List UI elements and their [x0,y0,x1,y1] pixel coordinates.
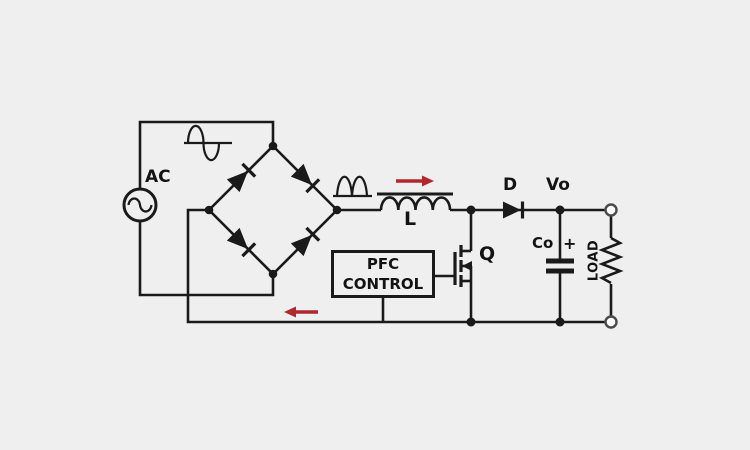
boost-diode-label: D [503,175,518,195]
ac-source-icon [122,187,158,223]
wire-ac-bottom [138,221,275,297]
rectified-wave-icon [333,175,372,198]
capacitor-label: Co [532,234,554,252]
pfc-control-block: PFC CONTROL [331,250,435,298]
mosfet-label: Q [479,243,496,265]
inductor-icon [377,192,453,211]
bridge-diode-top-right-icon [290,163,321,194]
wire-ac-top [138,120,275,190]
bridge-diode-bottom-left-icon [226,227,257,258]
junction-dots [204,141,565,327]
mosfet-icon [453,245,472,287]
capacitor-polarity-label: + [563,234,577,253]
load-label: LOAD [586,239,602,282]
ac-source-label: AC [145,167,171,187]
pfc-control-line2: CONTROL [342,275,424,293]
mosfet-body-arrow [462,261,472,271]
sine-wave-icon [184,124,232,162]
inductor-label: L [404,208,417,230]
load-resistor-icon [598,236,624,285]
bridge-rectifier [207,144,339,276]
bridge-diode-bottom-right-icon [290,226,321,257]
boost-diode-icon [503,201,525,219]
output-terminal-top [604,203,618,217]
wire-ground-rail [186,208,606,324]
bridge-diode-top-left-icon [226,162,257,193]
current-arrow-left-icon [284,306,318,318]
current-arrow-right-icon [396,175,434,187]
output-terminal-bottom [604,315,618,329]
output-voltage-label: Vo [546,175,570,195]
capacitor-icon [546,258,574,274]
wires [138,120,613,324]
pfc-control-line1: PFC [366,255,400,273]
